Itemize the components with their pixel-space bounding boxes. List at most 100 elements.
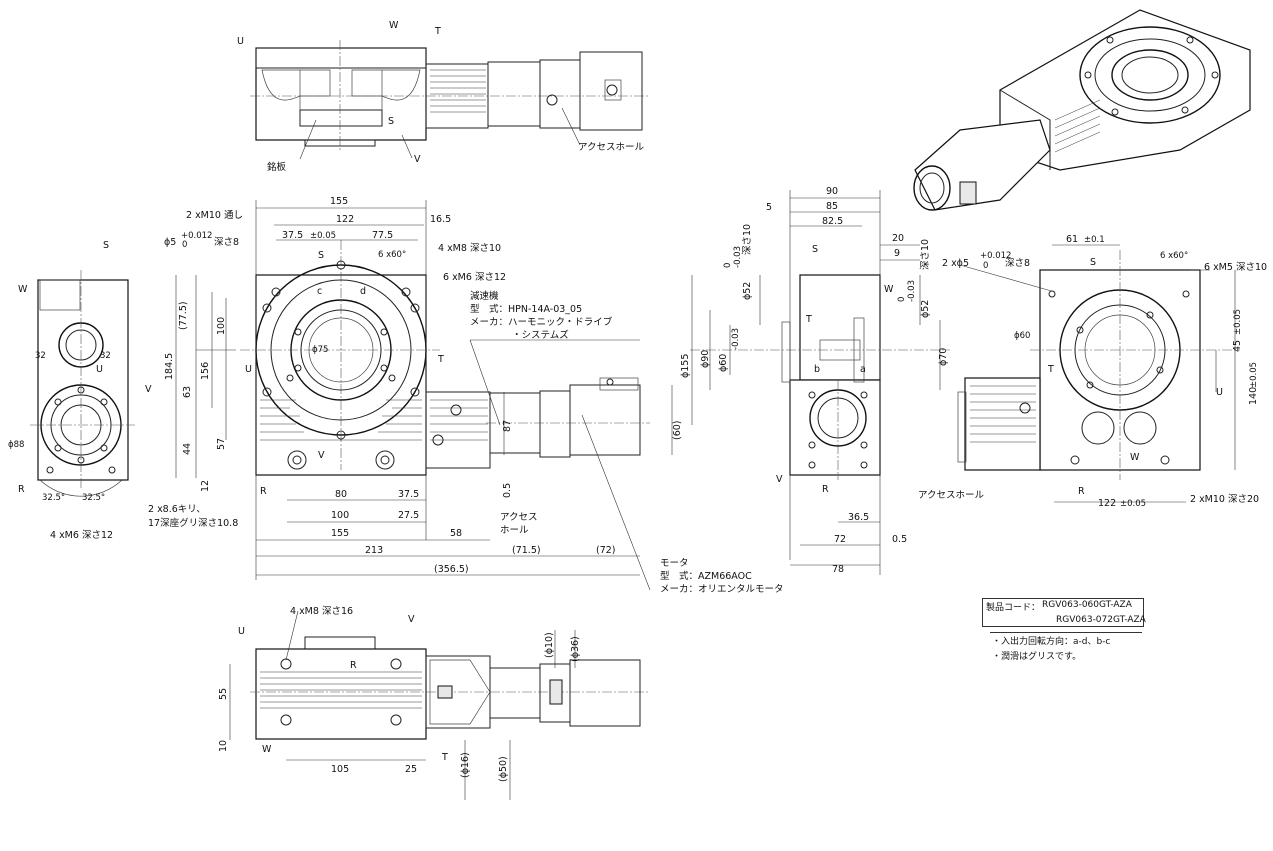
nameplate-label: 銘板: [267, 161, 287, 173]
dim-27-5: 27.5: [398, 510, 419, 521]
label-R-front: R: [260, 486, 267, 497]
motor-maker: メーカ：オリエンタルモータ: [660, 584, 784, 595]
label-W-right: W: [1130, 452, 1140, 463]
dim-phi52a: ϕ52: [742, 282, 753, 300]
dim-77-5: 77.5: [372, 230, 393, 241]
dim-122-right-tol: ±0.05: [1120, 499, 1146, 509]
product-code-label: 製品コード：: [986, 603, 1041, 613]
dim-60-paren: (60): [672, 420, 683, 440]
dim-phi36: (ϕ36): [570, 636, 581, 662]
access-hole-top-label: アクセスホール: [578, 142, 645, 153]
side-tol-right-lower: 0: [897, 297, 907, 302]
label-R-right: R: [1078, 486, 1085, 497]
front-view: [240, 240, 650, 476]
label-U-right: U: [1216, 387, 1223, 398]
dim-155-bottom: 155: [331, 528, 349, 539]
dim-72-paren: (72): [596, 545, 616, 556]
dim-45: 45: [1232, 340, 1243, 352]
label-W-top: W: [389, 20, 399, 31]
dim-20: 20: [892, 233, 904, 244]
left-end-view: [30, 270, 135, 490]
access-hole-front-1: アクセス: [500, 512, 538, 523]
dim-phi10: (ϕ10): [544, 632, 555, 658]
right-phi5-depth-label: 深さ8: [1005, 258, 1030, 269]
dim-122-top: 122: [336, 214, 354, 225]
dim-phi70: ϕ70: [938, 348, 949, 366]
dim-85: 85: [826, 201, 838, 212]
label-W-left: W: [18, 284, 28, 295]
hole-4xM8-d16-label: 4 xM8 深さ16: [290, 606, 353, 617]
dim-63: 63: [182, 386, 193, 398]
side-dimension-lines: [691, 190, 941, 575]
label-W-bottom: W: [262, 744, 272, 755]
dim-phi52b: ϕ52: [920, 300, 931, 318]
dim-phi90: ϕ90: [700, 350, 711, 368]
label-R-side: R: [822, 484, 829, 495]
access-hole-right-label: アクセスホール: [918, 490, 985, 501]
dim-phi88: ϕ88: [8, 440, 24, 450]
dim-9: 9: [894, 248, 900, 259]
dim-angle-32-5a: 32.5°: [42, 493, 65, 503]
dim-44: 44: [182, 443, 193, 455]
front-dimension-lines: [175, 200, 673, 580]
dim-phi50: (ϕ50): [498, 756, 509, 782]
bottom-dimension-lines: [229, 630, 576, 800]
dim-100-bottom: 100: [331, 510, 349, 521]
dim-156: 156: [200, 362, 211, 380]
label-U-bottom: U: [238, 626, 245, 637]
phi5-tol-lower: 0: [182, 240, 187, 250]
product-code-2: RGV063-072GT-AZA: [1056, 615, 1146, 625]
dim-82-5: 82.5: [822, 216, 843, 227]
dim-12: 12: [200, 480, 211, 492]
reducer-maker-1: メーカ：ハーモニック・ドライブ: [470, 316, 613, 328]
dim-16-5: 16.5: [430, 214, 451, 225]
dim-61: 61: [1066, 234, 1078, 245]
label-T-top: T: [434, 26, 441, 37]
label-S-front: S: [318, 250, 324, 261]
top-view: [250, 40, 650, 150]
dim-57: 57: [216, 438, 227, 450]
label-S-right: S: [1090, 257, 1096, 268]
hole-4xM6-d12-label: 4 xM6 深さ12: [50, 530, 113, 541]
dim-angle-32-5b: 32.5°: [82, 493, 105, 503]
phi5-depth-label: 深さ8: [214, 237, 239, 248]
dim-37-5-bottom: 37.5: [398, 489, 419, 500]
bottom-view: [250, 636, 650, 740]
motor-title: モータ: [660, 558, 689, 569]
hole-6xM5-d10-label: 6 xM5 深さ10: [1204, 262, 1267, 273]
dim-87: 87: [502, 420, 513, 432]
label-V-front: V: [318, 450, 325, 461]
note-lubrication: ・潤滑はグリスです。: [992, 652, 1082, 662]
label-T-side: T: [805, 314, 812, 325]
dim-5: 5: [766, 202, 772, 213]
hole-phi5-label: ϕ5: [164, 237, 176, 248]
dim-155-top: 155: [330, 196, 348, 207]
label-U-top: U: [237, 36, 244, 47]
dim-184-5: 184.5: [164, 353, 175, 380]
access-hole-front-2: ホール: [500, 525, 529, 536]
hole-2xM10-thru-label: 2 xM10 通し: [186, 210, 243, 221]
product-code-1: RGV063-060GT-AZA: [1042, 600, 1132, 610]
dim-55: 55: [218, 688, 229, 700]
hole-2xphi5-right-label: 2 xϕ5: [942, 258, 969, 269]
label-V-side: V: [776, 474, 783, 485]
dim-77-5-vertical: (77.5): [178, 301, 189, 330]
dim-phi60-side: ϕ60: [718, 354, 729, 372]
iso-view: [913, 9, 1251, 211]
reducer-maker-2: ・システムズ: [512, 329, 569, 341]
dim-105: 105: [331, 764, 349, 775]
side-tol-left-lower: 0: [723, 263, 733, 268]
dim-140-tol: ±0.05: [1249, 362, 1259, 388]
dim-37-5: 37.5: [282, 230, 303, 241]
dim-phi60-right: ϕ60: [1014, 331, 1030, 341]
label-T-right: T: [1047, 364, 1054, 375]
reducer-title: 減速機: [470, 290, 499, 302]
hole-17cb-label: 17深座グリ深さ10.8: [148, 517, 238, 529]
dim-72-side: 72: [834, 534, 846, 545]
right-view: [957, 250, 1240, 480]
hole-4xM8-d10-label: 4 xM8 深さ10: [438, 243, 501, 254]
product-code-box: 製品コード： RGV063-060GT-AZA RGV063-072GT-AZA: [982, 598, 1146, 627]
label-S-side: S: [812, 244, 818, 255]
dim-61-tol: ±0.1: [1084, 235, 1105, 245]
dim-0-5-side: 0.5: [892, 534, 907, 545]
